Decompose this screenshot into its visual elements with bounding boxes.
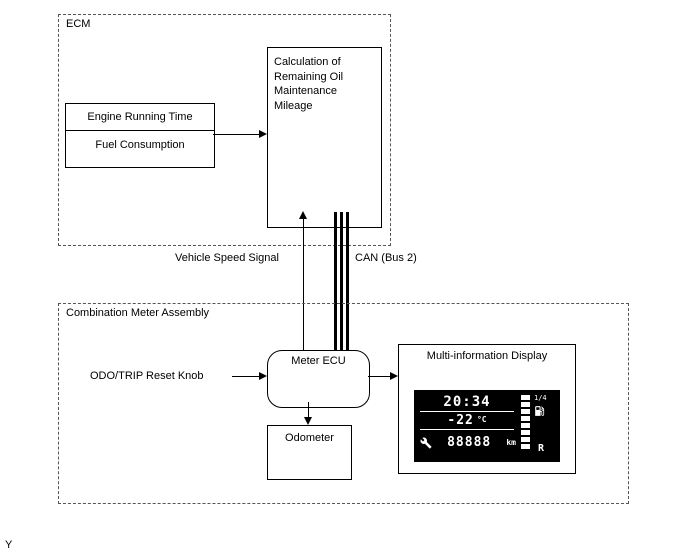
knob-to-ecu-line [232, 376, 260, 377]
engine-inputs-box: Engine Running Time Fuel Consumption [65, 103, 215, 168]
fuel-scale-label: 1/4 [534, 394, 547, 402]
fuel-pump-icon [533, 404, 546, 418]
combination-meter-label: Combination Meter Assembly [66, 307, 210, 319]
ecu-to-mid-line [368, 376, 391, 377]
odometer-label: Odometer [285, 432, 334, 444]
outside-temp-unit: °C [476, 415, 487, 424]
ecm-group-box [58, 14, 391, 246]
page-footer-mark: Y [5, 539, 13, 551]
outside-temp-value: -22 [447, 413, 474, 428]
vehicle-speed-label: Vehicle Speed Signal [175, 252, 279, 264]
fuel-consumption-label: Fuel Consumption [95, 139, 185, 151]
mid-screen: 20:34 -22 °C 88888 km 1/4 [414, 390, 560, 462]
combination-meter-group-box [58, 303, 629, 504]
inputs-box-divider [66, 130, 214, 131]
clock-display: 20:34 [420, 394, 514, 412]
ecu-to-mid-arrowhead [390, 372, 398, 380]
knob-to-ecu-arrowhead [259, 372, 267, 380]
can-bus-line-3 [346, 212, 349, 350]
can-bus-line-1 [334, 212, 337, 350]
wrench-icon [420, 437, 432, 449]
fuel-gauge-bar [521, 395, 530, 451]
gear-indicator: R [538, 443, 545, 454]
odometer-box: Odometer [267, 425, 352, 480]
ecm-label: ECM [66, 18, 91, 30]
meter-ecu-box: Meter ECU [267, 350, 370, 408]
calculation-box: Calculation of Remaining Oil Maintenance… [267, 47, 382, 228]
mid-box: Multi-information Display 20:34 -22 °C 8… [398, 344, 576, 474]
inputs-to-calc-line [213, 134, 260, 135]
engine-running-time-label: Engine Running Time [87, 111, 193, 123]
reset-knob-label: ODO/TRIP Reset Knob [90, 370, 204, 382]
inputs-to-calc-arrowhead [259, 130, 267, 138]
ecu-to-odometer-line [308, 402, 309, 418]
can-bus-label: CAN (Bus 2) [355, 252, 417, 264]
can-bus-line-2 [340, 212, 343, 350]
mid-label: Multi-information Display [426, 350, 548, 362]
odometer-display-value: 88888 [447, 435, 492, 450]
meter-ecu-label: Meter ECU [291, 355, 346, 367]
vehicle-speed-line [303, 219, 304, 350]
odometer-display-unit: km [506, 438, 516, 447]
ecu-to-odometer-arrowhead [304, 417, 312, 425]
vehicle-speed-arrowhead [299, 211, 307, 219]
